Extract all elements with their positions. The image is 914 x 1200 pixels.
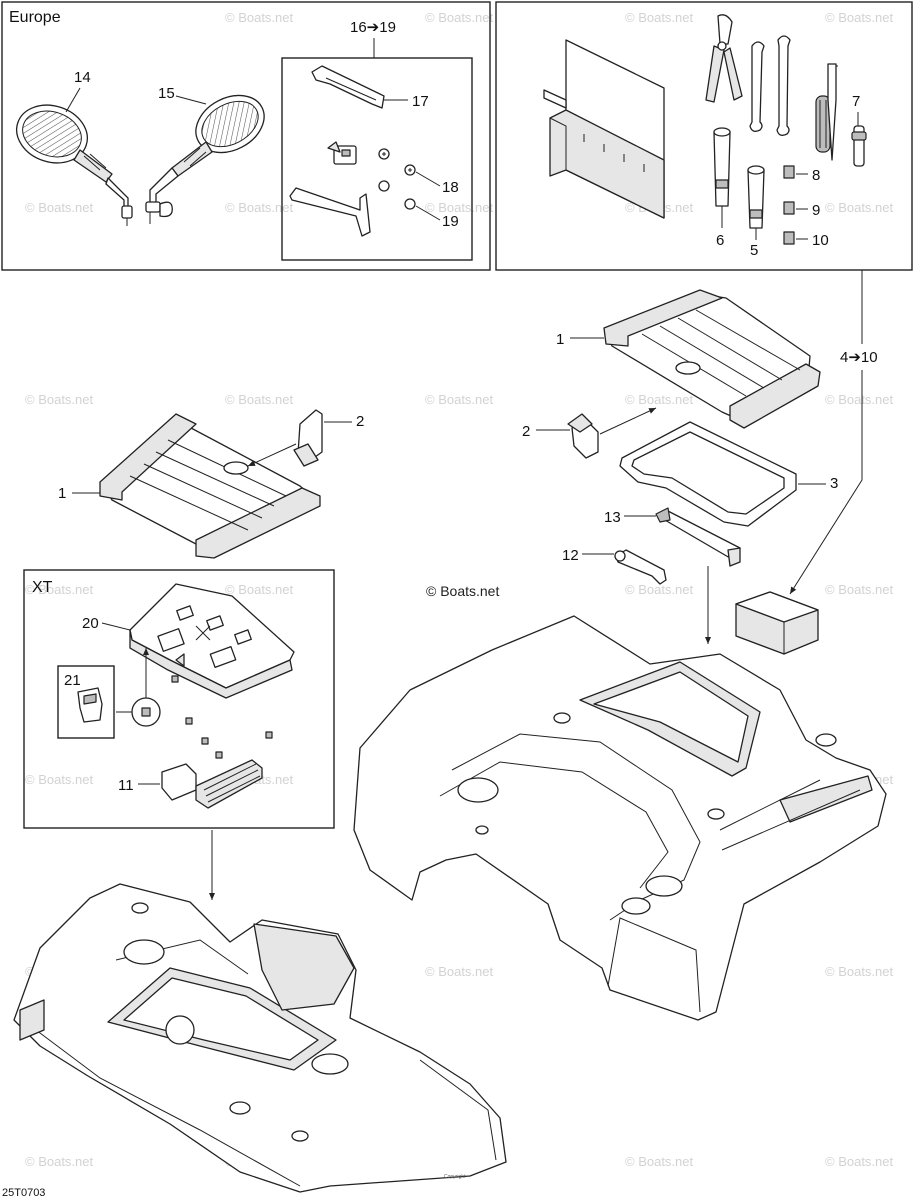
callout-6: 6: [716, 232, 724, 249]
clips-21-box: [57, 665, 115, 739]
svg-text:© Boats.net: © Boats.net: [425, 392, 494, 407]
svg-text:© Boats.net: © Boats.net: [25, 772, 94, 787]
svg-text:© Boats.net: © Boats.net: [825, 392, 894, 407]
wrench-12: [614, 549, 667, 585]
fasteners: [171, 675, 273, 759]
svg-text:© Boats.net: © Boats.net: [25, 200, 94, 215]
rack-left-1: [99, 413, 321, 559]
callout-18: 18: [442, 179, 459, 196]
toolkit-box: 7 6 5 8 9 10: [495, 1, 913, 271]
callout-9: 9: [812, 202, 820, 219]
svg-text:© Boats.net: © Boats.net: [625, 1154, 694, 1169]
svg-text:© Boats.net: © Boats.net: [25, 1154, 94, 1169]
kit-4-10-label: 4➔10: [840, 349, 878, 366]
callout-13: 13: [604, 509, 621, 526]
svg-text:© Boats.net: © Boats.net: [825, 582, 894, 597]
xt-title: XT: [32, 579, 53, 596]
fuse-10: [783, 231, 795, 245]
fuse-8: [783, 165, 795, 179]
europe-box: Europe 14 15 16➔19: [1, 1, 491, 271]
screwdriver-tool: [815, 63, 838, 161]
callout-1-left: 1: [58, 485, 66, 502]
mirror-15: [145, 94, 265, 224]
callout-21: 21: [64, 672, 81, 689]
rack-right-1: [603, 289, 821, 429]
fuse-9: [783, 201, 795, 215]
center-watermark: © Boats.net: [426, 583, 499, 599]
svg-text:© Boats.net: © Boats.net: [825, 200, 894, 215]
storage-bag: [735, 591, 819, 655]
latch-13: [655, 507, 741, 567]
callout-20: 20: [82, 615, 99, 632]
socket-5: [747, 165, 765, 229]
callout-10: 10: [812, 232, 829, 249]
plate-20: [129, 583, 295, 699]
callout-14: 14: [74, 69, 91, 86]
pliers-tool: [705, 14, 743, 103]
callout-12: 12: [562, 547, 579, 564]
kit-16-19-label: 16➔19: [350, 19, 396, 36]
socket-6: [713, 127, 731, 207]
svg-text:© Boats.net: © Boats.net: [625, 392, 694, 407]
mirror-14: [16, 104, 133, 226]
clip-16: [327, 141, 357, 165]
connector-11: [161, 759, 263, 809]
svg-text:© Boats.net: © Boats.net: [825, 964, 894, 979]
xt-box: XT 20 21: [23, 569, 335, 829]
bracket-17: [311, 65, 385, 109]
plate-19: [289, 180, 416, 237]
svg-text:© Boats.net: © Boats.net: [425, 200, 494, 215]
callout-17: 17: [412, 93, 429, 110]
svg-text:© Boats.net: © Boats.net: [225, 10, 294, 25]
svg-text:© Boats.net: © Boats.net: [625, 10, 694, 25]
callout-19: 19: [442, 213, 459, 230]
callout-2-left: 2: [356, 413, 364, 430]
rear-fender-right: [353, 615, 887, 1021]
copyright-note: Copyright: [444, 1174, 466, 1180]
svg-text:© Boats.net: © Boats.net: [25, 582, 94, 597]
svg-text:© Boats.net: © Boats.net: [25, 392, 94, 407]
svg-text:© Boats.net: © Boats.net: [225, 582, 294, 597]
callout-7: 7: [852, 93, 860, 110]
svg-text:© Boats.net: © Boats.net: [825, 1154, 894, 1169]
gasket-3: [619, 421, 797, 527]
europe-title: Europe: [9, 9, 61, 26]
svg-text:© Boats.net: © Boats.net: [425, 964, 494, 979]
svg-text:© Boats.net: © Boats.net: [225, 392, 294, 407]
svg-text:© Boats.net: © Boats.net: [225, 200, 294, 215]
clip-2-right: [567, 413, 599, 459]
svg-text:© Boats.net: © Boats.net: [425, 10, 494, 25]
svg-text:© Boats.net: © Boats.net: [825, 10, 894, 25]
tool-pouch: [543, 39, 665, 219]
tool-7: [851, 125, 867, 167]
rear-fender-left: [13, 883, 507, 1193]
wrenches-tool: [749, 35, 791, 136]
callout-1-right: 1: [556, 331, 564, 348]
callout-15: 15: [158, 85, 175, 102]
callout-3: 3: [830, 475, 838, 492]
bolts-18: [378, 148, 416, 176]
callout-11: 11: [118, 777, 134, 794]
diagram-code: 25T0703: [2, 1187, 45, 1199]
callout-8: 8: [812, 167, 820, 184]
clip-2-left: [293, 409, 323, 467]
callout-2-right: 2: [522, 423, 530, 440]
svg-text:© Boats.net: © Boats.net: [625, 582, 694, 597]
callout-5: 5: [750, 242, 758, 259]
